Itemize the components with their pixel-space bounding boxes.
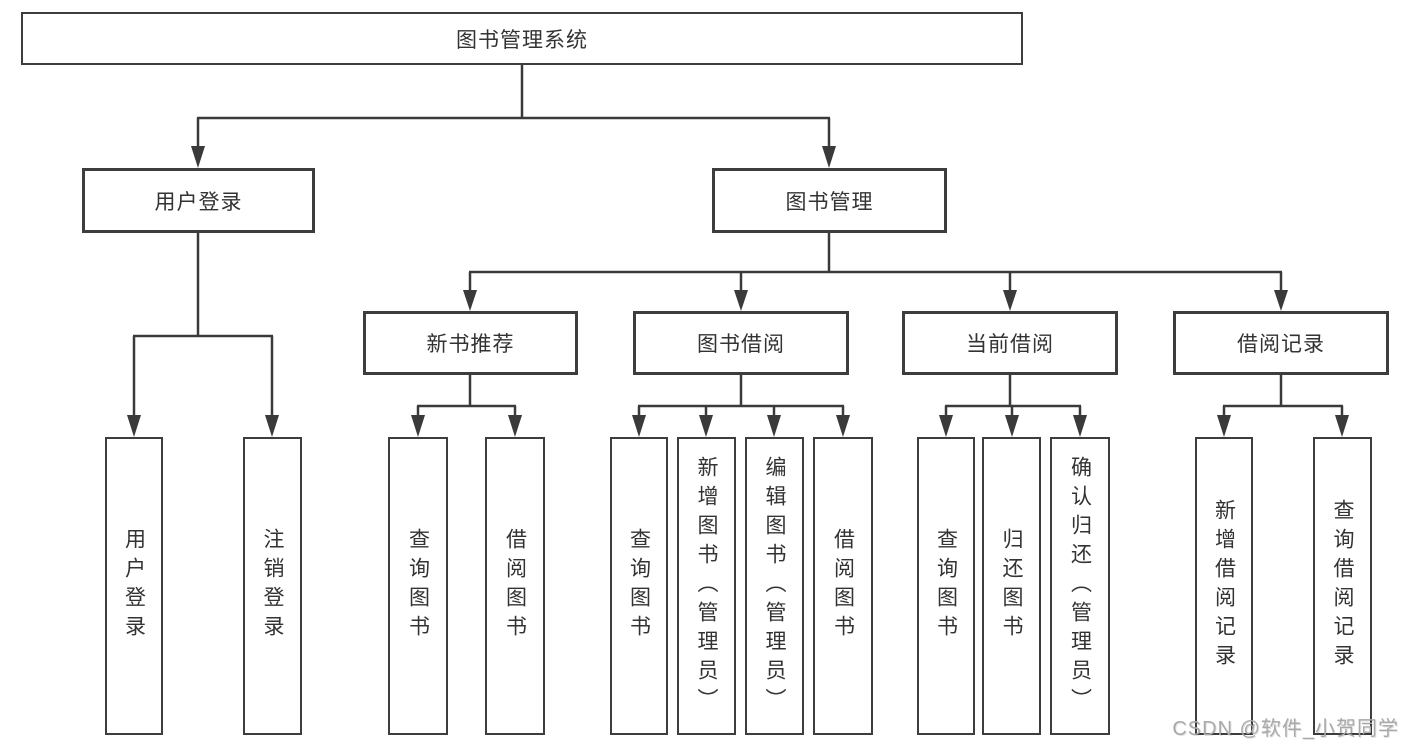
edge-record-leaves <box>1222 375 1344 417</box>
arrowhead <box>1274 290 1288 311</box>
leaf-query-book-borrow: 查询图书 <box>610 437 668 735</box>
leaf-query-borrow-record: 查询借阅记录 <box>1313 437 1372 735</box>
arrowhead <box>1217 415 1231 437</box>
node-current-borrow: 当前借阅 <box>902 311 1118 375</box>
arrowhead <box>836 415 850 437</box>
node-label: 新增借阅记录 <box>1212 499 1236 673</box>
node-label: 确认归还（管理员） <box>1068 455 1092 717</box>
arrowhead <box>127 415 141 437</box>
node-borrow-record: 借阅记录 <box>1173 311 1389 375</box>
node-label: 查询图书 <box>406 528 430 644</box>
leaf-add-borrow-record: 新增借阅记录 <box>1195 437 1253 735</box>
arrowheads <box>127 146 1349 437</box>
leaf-user-login: 用户登录 <box>105 437 163 735</box>
arrowhead <box>632 415 646 437</box>
node-label: 归还图书 <box>1000 528 1023 644</box>
edge-root-level2 <box>196 64 831 150</box>
arrowhead <box>265 415 279 437</box>
node-label: 用户登录 <box>154 190 243 214</box>
leaf-borrow-book-recommend: 借阅图书 <box>485 437 545 735</box>
tree-edges <box>132 64 1344 417</box>
node-label: 查询图书 <box>627 528 651 644</box>
node-label: 图书管理 <box>785 190 874 214</box>
arrowhead <box>734 290 748 311</box>
node-label: 借阅图书 <box>831 528 855 644</box>
arrowhead <box>1003 290 1017 311</box>
arrowhead <box>508 415 522 437</box>
arrowhead <box>1073 415 1087 437</box>
node-label: 查询图书 <box>934 528 958 644</box>
node-root-system: 图书管理系统 <box>21 12 1023 65</box>
edge-current-leaves <box>944 375 1082 417</box>
leaf-query-book-current: 查询图书 <box>917 437 975 735</box>
arrowhead <box>1335 415 1349 437</box>
csdn-watermark: CSDN @软件_小贺同学 <box>1172 718 1399 740</box>
node-label: 查询借阅记录 <box>1331 499 1354 673</box>
node-label: 注销登录 <box>261 528 284 644</box>
node-label: 图书管理系统 <box>456 28 588 52</box>
leaf-return-book: 归还图书 <box>982 437 1041 735</box>
node-label: 用户登录 <box>122 528 146 644</box>
arrowhead <box>1005 415 1019 437</box>
arrowhead <box>191 146 205 168</box>
arrowhead <box>767 415 781 437</box>
node-new-book-recommend: 新书推荐 <box>363 311 578 375</box>
edge-recommend-leaves <box>416 375 517 417</box>
leaf-edit-book-admin: 编辑图书（管理员） <box>745 437 804 735</box>
node-label: 借阅记录 <box>1237 333 1325 356</box>
leaf-query-book-recommend: 查询图书 <box>388 437 448 735</box>
arrowhead <box>411 415 425 437</box>
node-label: 当前借阅 <box>966 333 1054 356</box>
arrowhead <box>463 290 477 311</box>
node-book-borrow: 图书借阅 <box>633 311 849 375</box>
node-label: 新增图书（管理员） <box>695 455 718 717</box>
arrowhead <box>822 146 836 168</box>
edge-borrow-leaves <box>637 375 845 417</box>
node-label: 编辑图书（管理员） <box>763 455 786 717</box>
leaf-confirm-return-admin: 确认归还（管理员） <box>1050 437 1110 735</box>
node-label: 新书推荐 <box>426 333 515 356</box>
node-label: 借阅图书 <box>503 528 527 644</box>
arrowhead <box>699 415 713 437</box>
node-book-management: 图书管理 <box>712 168 947 233</box>
edge-user-login-leaves <box>132 233 274 417</box>
node-label: 图书借阅 <box>697 333 785 356</box>
leaf-logout: 注销登录 <box>243 437 302 735</box>
edge-book-mgmt-level3 <box>468 233 1283 294</box>
arrowhead <box>939 415 953 437</box>
leaf-borrow-book: 借阅图书 <box>813 437 873 735</box>
leaf-add-book-admin: 新增图书（管理员） <box>677 437 736 735</box>
node-user-login: 用户登录 <box>82 168 315 233</box>
